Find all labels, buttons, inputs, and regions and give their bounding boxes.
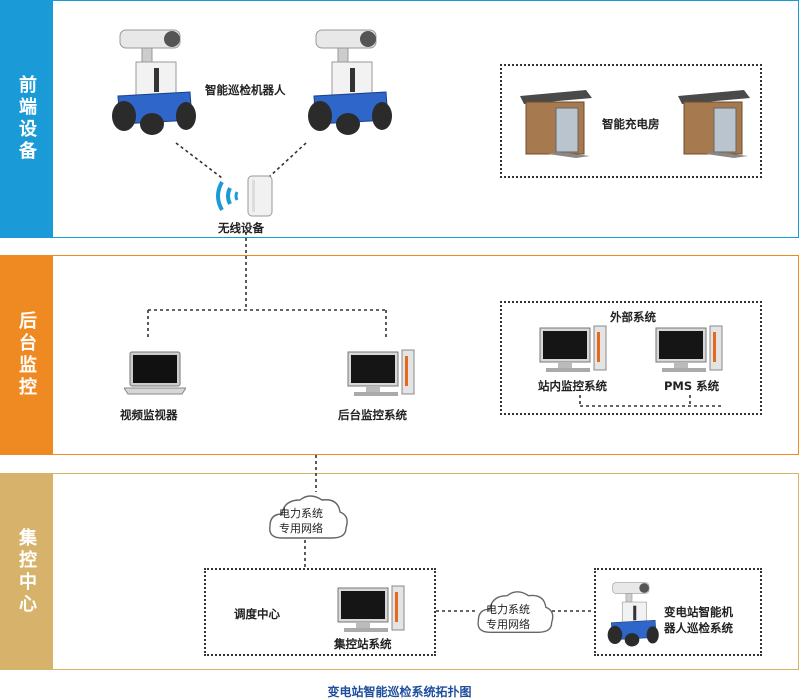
- substation-system-label: 器人巡检系统: [664, 621, 733, 635]
- desktop-icon: [347, 349, 415, 396]
- laptop-icon: [124, 351, 186, 395]
- backend-system-label: 后台监控系统: [338, 408, 407, 422]
- central-control-band: 集控中心: [0, 473, 799, 670]
- substation-system-label: 变电站智能机: [664, 605, 733, 619]
- wireless-label: 无线设备: [218, 221, 264, 235]
- external-system-group: [500, 301, 762, 415]
- diagram-caption: 变电站智能巡检系统拓扑图: [327, 685, 472, 699]
- robot-icon: [308, 29, 392, 135]
- charging-room-icon: [678, 90, 750, 158]
- substation-robot-group: [594, 568, 762, 656]
- dispatch-center-label: 调度中心: [234, 607, 280, 621]
- cloud-icon: [269, 495, 348, 539]
- robot-icon: [112, 29, 196, 135]
- wireless-device-icon: [216, 175, 273, 217]
- central-system-label: 集控站系统: [334, 637, 392, 651]
- front-devices-tab: 前端设备: [0, 0, 52, 238]
- cloud-icon: [477, 591, 554, 633]
- external-system-label: 外部系统: [610, 310, 656, 324]
- network-label: 专用网络: [279, 522, 323, 535]
- network-label: 电力系统: [486, 603, 530, 616]
- station-monitor-label: 站内监控系统: [538, 379, 607, 393]
- central-control-panel: [52, 473, 799, 670]
- charging-room-group: [500, 64, 762, 178]
- robot-label: 智能巡检机器人: [205, 83, 286, 97]
- network-label: 专用网络: [486, 618, 530, 631]
- desktop-icon: [655, 325, 723, 372]
- desktop-icon: [539, 325, 607, 372]
- backend-monitor-tab: 后台监控: [0, 255, 52, 455]
- charging-room-icon: [520, 90, 592, 158]
- robot-icon: [607, 582, 659, 647]
- network-label: 电力系统: [279, 507, 323, 520]
- charging-room-label: 智能充电房: [602, 117, 660, 131]
- pms-label: PMS 系统: [664, 379, 720, 393]
- desktop-icon: [337, 585, 405, 632]
- dispatch-center-group: [204, 568, 436, 656]
- video-monitor-label: 视频监视器: [120, 408, 178, 422]
- central-control-tab: 集控中心: [0, 473, 52, 670]
